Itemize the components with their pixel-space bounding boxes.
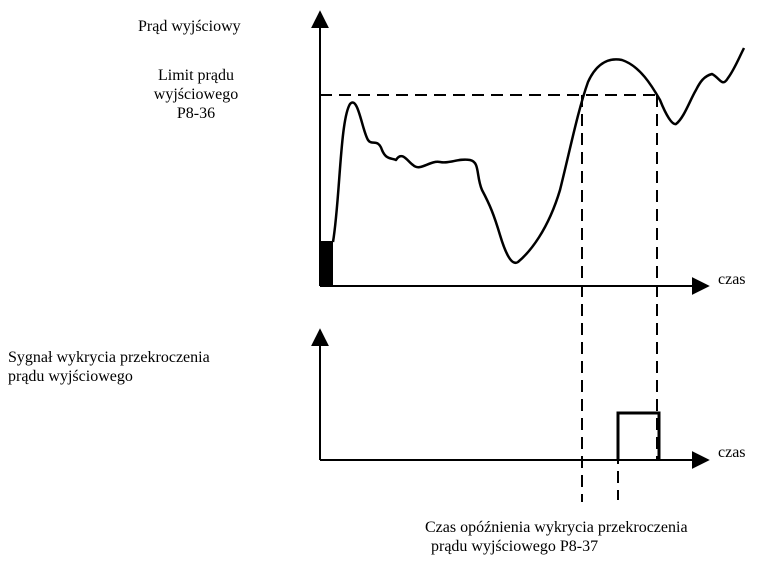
output-current-curve xyxy=(331,47,746,265)
detection-signal-pulse xyxy=(616,411,661,460)
bottom-x-axis-label: czas xyxy=(718,444,746,461)
current-limit-label: Limit prądu wyjściowego P8-36 xyxy=(153,67,239,122)
signal-label: Sygnał wykrycia przekroczenia prądu wyjś… xyxy=(8,349,210,385)
top-x-axis-label: czas xyxy=(718,271,746,288)
top-y-axis-label: Prąd wyjściowy xyxy=(138,18,241,35)
startup-block xyxy=(320,241,333,286)
delay-label: Czas opóźnienia wykrycia przekroczenia p… xyxy=(425,519,688,555)
